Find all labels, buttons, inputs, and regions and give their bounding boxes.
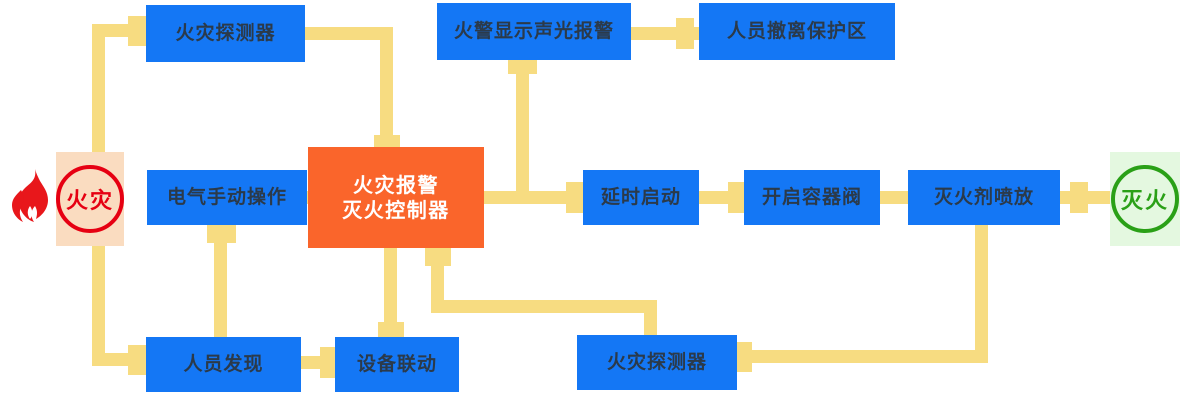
node-manual-operation-label: 电气手动操作 xyxy=(166,185,287,208)
node-delay-start[interactable]: 延时启动 xyxy=(583,170,699,225)
connector-controller-up-alarm xyxy=(516,62,529,197)
connector-mid-drop xyxy=(644,300,657,340)
arrowhead-release-to-extinguish xyxy=(1070,182,1088,213)
connector-mid-right-run xyxy=(431,300,657,313)
connector-detector-right xyxy=(305,27,387,40)
node-detector-top-label: 火灾探测器 xyxy=(175,21,276,44)
arrowhead-to-person-found xyxy=(128,345,146,375)
node-controller-label-line1: 火灾报警 xyxy=(353,172,439,197)
node-person-found[interactable]: 人员发现 xyxy=(146,337,301,392)
node-alarm-display-label: 火警显示声光报警 xyxy=(453,19,614,42)
terminator-fire-circle: 火灾 xyxy=(56,165,124,233)
connector-controller-to-delay xyxy=(484,191,588,204)
node-agent-release[interactable]: 灭火剂喷放 xyxy=(908,170,1060,225)
arrowhead-to-detector-top xyxy=(128,16,146,46)
node-controller-label-line2: 灭火控制器 xyxy=(342,197,450,222)
node-open-valve[interactable]: 开启容器阀 xyxy=(744,170,880,225)
node-device-linkage[interactable]: 设备联动 xyxy=(335,337,459,392)
node-delay-start-label: 延时启动 xyxy=(600,185,681,208)
node-controller[interactable]: 火灾报警 灭火控制器 xyxy=(308,147,484,248)
node-detector-bottom-label: 火灾探测器 xyxy=(606,350,707,373)
node-person-found-label: 人员发现 xyxy=(183,352,264,375)
flame-icon xyxy=(12,169,48,222)
node-evacuate[interactable]: 人员撤离保护区 xyxy=(699,3,895,60)
arrowhead-person-to-device xyxy=(320,347,338,378)
node-detector-top[interactable]: 火灾探测器 xyxy=(146,5,305,62)
node-detector-bottom[interactable]: 火灾探测器 xyxy=(577,335,737,390)
node-agent-release-label: 灭火剂喷放 xyxy=(933,185,1034,208)
arrowhead-delay-to-valve xyxy=(728,182,746,213)
terminator-extinguish-circle: 灭火 xyxy=(1111,165,1179,233)
node-evacuate-label: 人员撤离保护区 xyxy=(726,19,867,42)
node-manual-operation[interactable]: 电气手动操作 xyxy=(147,170,307,225)
terminator-extinguish-label: 灭火 xyxy=(1120,189,1169,214)
connector-release-down xyxy=(975,225,988,363)
terminator-extinguish[interactable]: 灭火 xyxy=(1110,152,1180,246)
connector-bottom-left-run xyxy=(736,350,988,363)
arrowhead-controller-down-2 xyxy=(425,248,451,266)
terminator-fire[interactable]: 火灾 xyxy=(56,152,124,246)
connector-controller-to-device xyxy=(384,248,397,344)
node-alarm-display[interactable]: 火警显示声光报警 xyxy=(437,3,631,60)
arrowhead-alarm-to-evacuate xyxy=(676,18,694,49)
arrowhead-controller-to-delay xyxy=(566,182,584,213)
node-device-linkage-label: 设备联动 xyxy=(356,352,437,375)
connector-person-to-manual xyxy=(214,225,227,340)
node-open-valve-label: 开启容器阀 xyxy=(761,185,862,208)
connector-detector-down xyxy=(380,27,393,147)
arrowhead-controller-to-alarm xyxy=(508,56,537,74)
arrowhead-person-to-manual xyxy=(207,225,236,243)
terminator-fire-label: 火灾 xyxy=(65,189,114,214)
